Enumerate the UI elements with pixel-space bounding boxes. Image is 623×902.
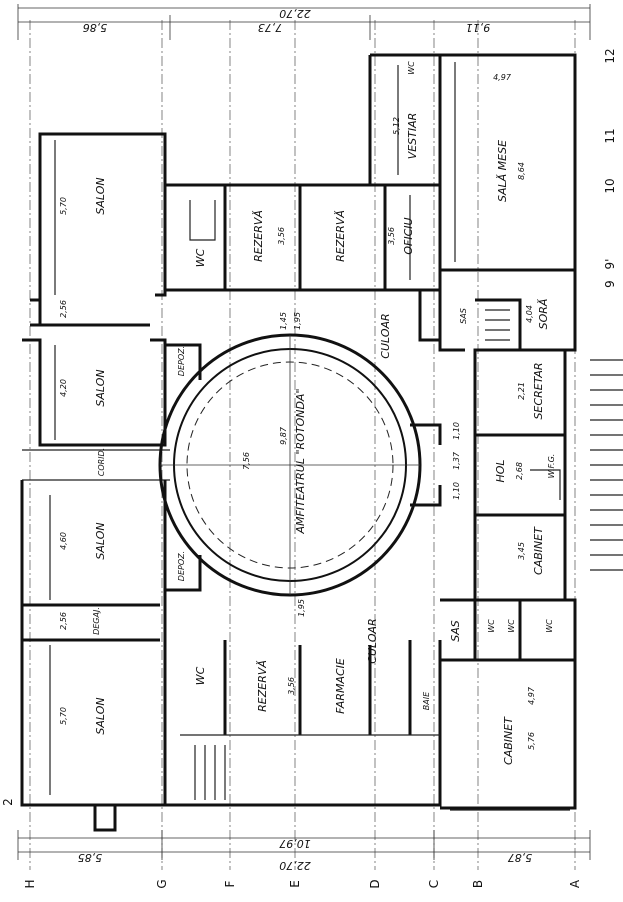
room-baie: BAIE bbox=[422, 691, 431, 710]
room-wc-b3: WC bbox=[545, 619, 554, 633]
room-vestiar: VESTIAR bbox=[406, 113, 419, 160]
axis-a: A bbox=[568, 879, 582, 888]
axis-letters: H G F E D C B A 2 bbox=[1, 798, 582, 888]
axis-h: H bbox=[23, 879, 37, 888]
room-salon-mid: SALON bbox=[94, 369, 107, 406]
measure-mese-w: 8,64 bbox=[517, 162, 526, 180]
room-cabinet-1: CABINET bbox=[532, 526, 545, 575]
axis-c: C bbox=[427, 880, 441, 888]
room-culoar-top: CULOAR bbox=[379, 313, 392, 358]
lower-right-walls bbox=[163, 598, 577, 811]
room-degaj: DEGAJ. bbox=[92, 607, 101, 635]
room-rezerva-1: REZERVĂ bbox=[252, 210, 265, 262]
measure-hol-a: 1,10 bbox=[452, 422, 461, 440]
axis-e: E bbox=[288, 880, 302, 888]
room-salon-top: SALON bbox=[94, 177, 107, 214]
measure-cab2-w: 5,76 bbox=[527, 732, 536, 750]
room-wfg: W.F.G. bbox=[547, 454, 556, 479]
measure-cab1-w: 3,45 bbox=[517, 542, 526, 560]
room-corid: CORID. bbox=[97, 448, 106, 477]
axis-g: G bbox=[155, 879, 169, 888]
measure-vest-w: 5,12 bbox=[392, 117, 401, 135]
room-sala-mese: SALĂ MESE bbox=[496, 140, 509, 202]
room-cabinet-2: CABINET bbox=[502, 716, 515, 765]
room-depoz-top: DEPOZ. bbox=[177, 346, 186, 376]
room-oficiu: OFICIU bbox=[402, 217, 415, 254]
measure-ofi-w: 3,56 bbox=[387, 227, 396, 245]
room-wc-bottom: WC bbox=[194, 666, 207, 685]
dim-top-mid: 7,73 bbox=[258, 21, 283, 34]
axis-9: 9 bbox=[603, 280, 617, 288]
measure-sora-w: 4,04 bbox=[525, 305, 534, 323]
room-hol: HOL bbox=[494, 459, 507, 482]
dim-top-left: 5,86 bbox=[83, 21, 108, 34]
measure-cab2-h: 4,97 bbox=[527, 686, 536, 705]
room-wc-vestiar: WC bbox=[407, 61, 416, 75]
measure-hol-b: 1,37 bbox=[452, 451, 461, 470]
left-wing-walls bbox=[20, 132, 170, 832]
measure-salon-mid: 4,20 bbox=[59, 379, 68, 397]
measure-salon-bottom: 5,70 bbox=[59, 707, 68, 725]
room-rezerva-3: REZERVĂ bbox=[256, 660, 269, 712]
axis-b: B bbox=[471, 880, 485, 888]
rotonda-drawing bbox=[158, 333, 442, 597]
top-dimension-lines: 22,70 5,86 7,73 9,11 bbox=[17, 4, 591, 40]
axis-f: F bbox=[223, 880, 237, 887]
dim-bottom-left: 5,85 bbox=[78, 851, 103, 864]
axis-9p: 9' bbox=[603, 259, 617, 270]
dim-top-total: 22,70 bbox=[279, 7, 311, 20]
measure-rot-t3: 1,95 bbox=[297, 599, 306, 617]
room-secretar: SECRETAR bbox=[532, 362, 545, 419]
measure-rez-w: 3,56 bbox=[277, 227, 286, 245]
axis-10: 10 bbox=[603, 178, 617, 193]
axis-left-2: 2 bbox=[1, 798, 15, 806]
axis-11: 11 bbox=[603, 128, 617, 143]
room-depoz-bottom: DEPOZ. bbox=[177, 551, 186, 581]
axis-12: 12 bbox=[603, 48, 617, 63]
room-wc-b1: WC bbox=[487, 619, 496, 633]
measure-gap-a: 2,56 bbox=[59, 300, 68, 318]
axis-numbers-right: 12 11 10 9' 9 bbox=[603, 48, 617, 287]
room-salon-bottom: SALON bbox=[94, 697, 107, 734]
room-sas-top: SAS bbox=[459, 308, 468, 324]
room-sas-bottom: SAS bbox=[449, 620, 462, 642]
measure-rot-d2: 7,56 bbox=[242, 452, 251, 470]
measure-secr-w: 2,21 bbox=[517, 382, 526, 400]
measure-rot-d: 9,87 bbox=[279, 426, 288, 445]
upper-right-walls bbox=[163, 53, 577, 352]
room-wc-b2: WC bbox=[507, 619, 516, 633]
measure-hol-c: 1,10 bbox=[452, 482, 461, 500]
room-salon-lower: SALON bbox=[94, 522, 107, 559]
measure-salon-lower: 4,60 bbox=[59, 532, 68, 550]
room-rezerva-2: REZERVĂ bbox=[334, 210, 347, 262]
measure-hol-w: 2,68 bbox=[515, 462, 524, 480]
dim-bottom-sub: 10,97 bbox=[279, 837, 311, 850]
room-farmacie: FARMACIE bbox=[334, 658, 347, 714]
measure-gap-b: 2,56 bbox=[59, 612, 68, 630]
measure-rot-t1: 1,45 bbox=[279, 312, 288, 330]
room-culoar-bottom: CULOAR bbox=[366, 618, 379, 663]
measure-salon-top: 5,70 bbox=[59, 197, 68, 215]
room-wc-top: WC bbox=[194, 248, 207, 267]
measure-rot-t2: 1,95 bbox=[293, 312, 302, 330]
room-sora: SORĂ bbox=[537, 299, 550, 330]
dim-bottom-right: 5,87 bbox=[508, 851, 533, 864]
dim-bottom-total: 22,70 bbox=[279, 859, 311, 872]
measure-mese-h: 4,97 bbox=[493, 73, 512, 82]
measure-farm-w: 3,56 bbox=[287, 677, 296, 695]
room-amfiteatru: AMFITEATRUL "ROTONDA" bbox=[294, 388, 307, 534]
bottom-dimension-lines: 22,70 10,97 5,85 5,87 bbox=[17, 830, 591, 872]
axis-d: D bbox=[368, 879, 382, 888]
